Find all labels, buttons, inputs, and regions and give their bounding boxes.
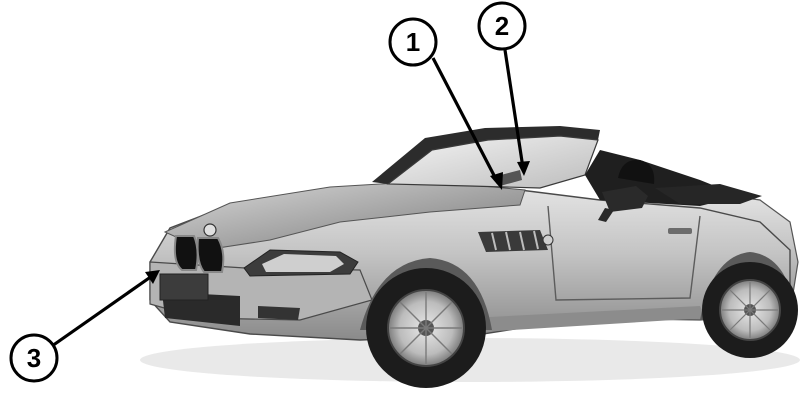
front-wheel	[366, 268, 486, 388]
rear-wheel	[702, 262, 798, 358]
leader-line-3	[52, 276, 152, 346]
license-plate	[160, 274, 208, 300]
callout-1: 1	[390, 19, 436, 65]
callout-1-label: 1	[406, 27, 420, 57]
callout-2: 2	[479, 3, 525, 49]
fog-light	[258, 306, 300, 320]
callout-2-label: 2	[495, 11, 509, 41]
callout-3: 3	[11, 335, 57, 381]
door-handle	[668, 228, 692, 234]
hood-badge	[204, 224, 216, 236]
callout-3-label: 3	[27, 343, 41, 373]
